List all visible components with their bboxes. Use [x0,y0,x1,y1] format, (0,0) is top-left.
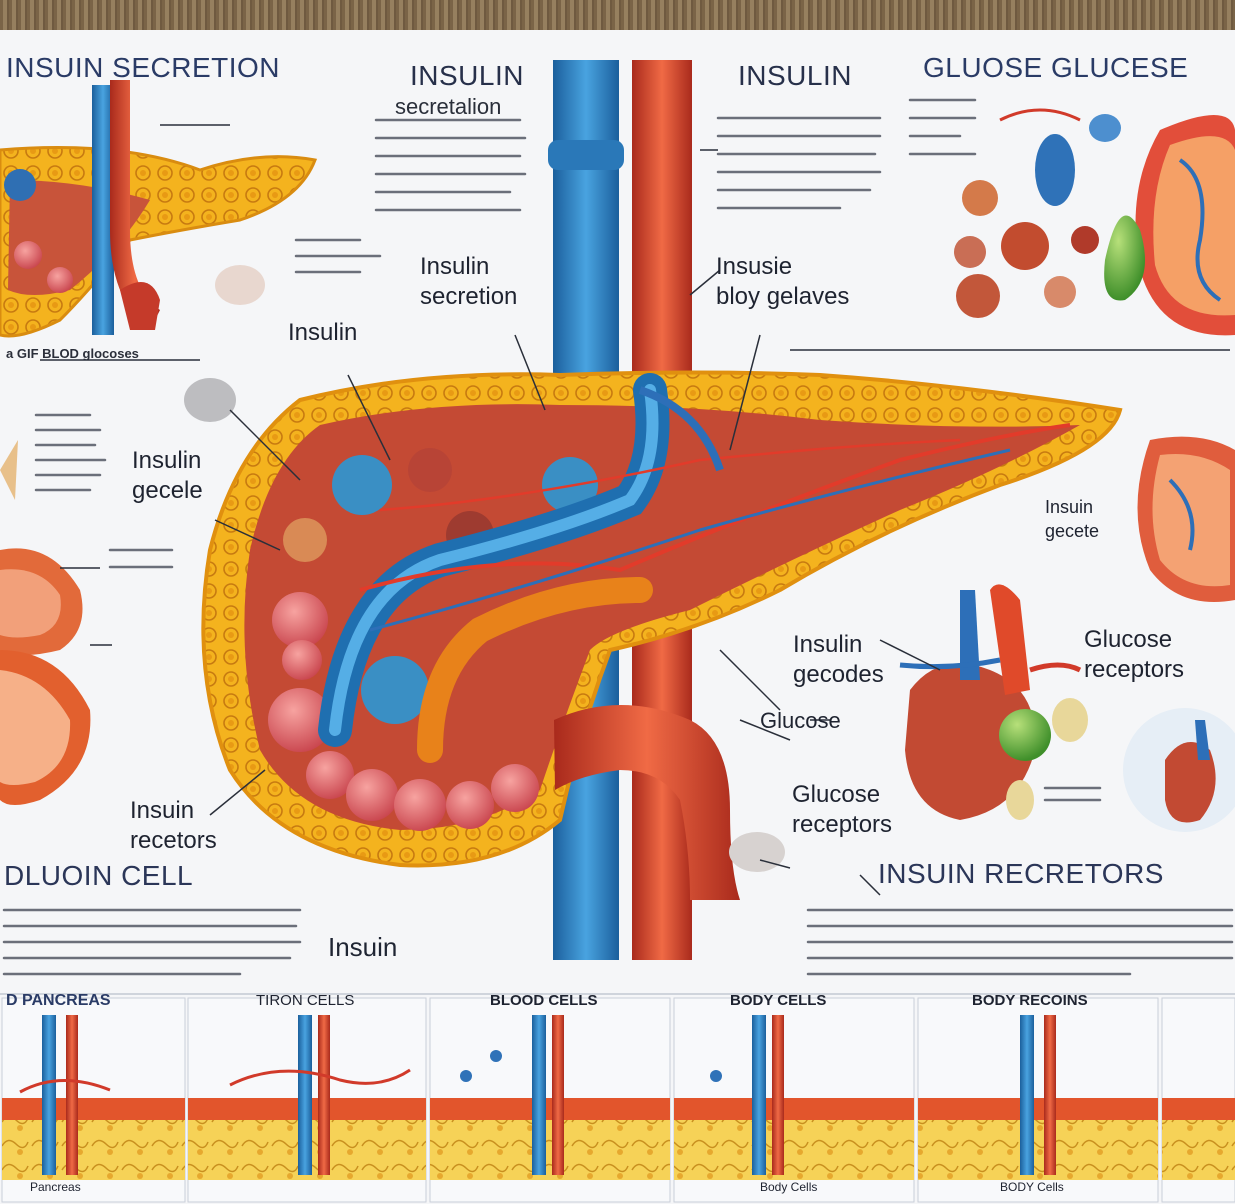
callout-insusie-bloy: Insusie bloy gelaves [716,253,850,310]
islet-cells [268,448,598,831]
heading-top-right: GLUOSE GLUCESE [923,52,1189,83]
panel-1 [1,997,186,1203]
panel-5 [917,997,1159,1203]
panel-4-caption: Body Cells [760,1180,818,1194]
callout-insulin: Insulin [288,319,358,346]
panel-3 [429,997,671,1203]
left-organs [0,378,236,805]
panel-1-caption: Pancreas [30,1180,81,1194]
panel-4-title: BODY CELLS [730,992,827,1009]
callout-glucose-receptors-right: Glucose receptors [1084,626,1185,683]
right-heart [899,436,1235,832]
callout-insuin-gecete: Insuin gecete [1045,497,1100,541]
bottom-panels [1,997,1235,1203]
callout-insulin-gecele: Insulin gecele [132,447,203,504]
callout-glucose: Glucose [760,708,841,733]
panel-2 [187,997,427,1203]
poster: INSUIN SECRETION INSULIN secretalion INS… [0,30,1235,1204]
callout-lines [40,124,1230,896]
panel-5-title: BODY RECOINS [972,992,1088,1009]
heading-top-center-right: INSULIN [738,60,852,91]
panel-4 [673,997,915,1203]
panel-1-title: D PANCREAS [6,992,111,1009]
top-left-pancreas [0,80,318,338]
heading-mid-right: INSUIN RECRETORS [878,858,1164,889]
heading-top-left: INSUIN SECRETION [6,52,281,83]
panel-3-title: BLOOD CELLS [490,992,598,1009]
callout-blood-glucose-left: a GIF BLOD glocoses [6,346,139,361]
top-right-organs [954,108,1235,336]
heading-top-center-left: INSULIN [410,60,524,91]
fine-print [2,98,1234,976]
subheading-top-center-left: secretalion [395,94,502,119]
callout-glucose-receptors-lower: Glucose receptors [792,781,893,838]
callout-insulin-receptors: Insuin recetors [130,797,217,854]
panel-2-title: TIRON CELLS [256,992,355,1009]
illustration [0,60,1235,1203]
heading-mid-left: DLUOIN CELL [4,860,194,891]
panel-5-caption: BODY Cells [1000,1180,1064,1194]
heading-bottom-center: Insuin [328,932,398,962]
background-ground [0,0,1235,32]
callout-insulin-gecodes: Insulin gecodes [793,631,884,688]
callout-insulin-secretion: Insulin secretion [420,253,518,310]
main-pancreas [201,370,1123,900]
panel-6 [1161,997,1235,1203]
